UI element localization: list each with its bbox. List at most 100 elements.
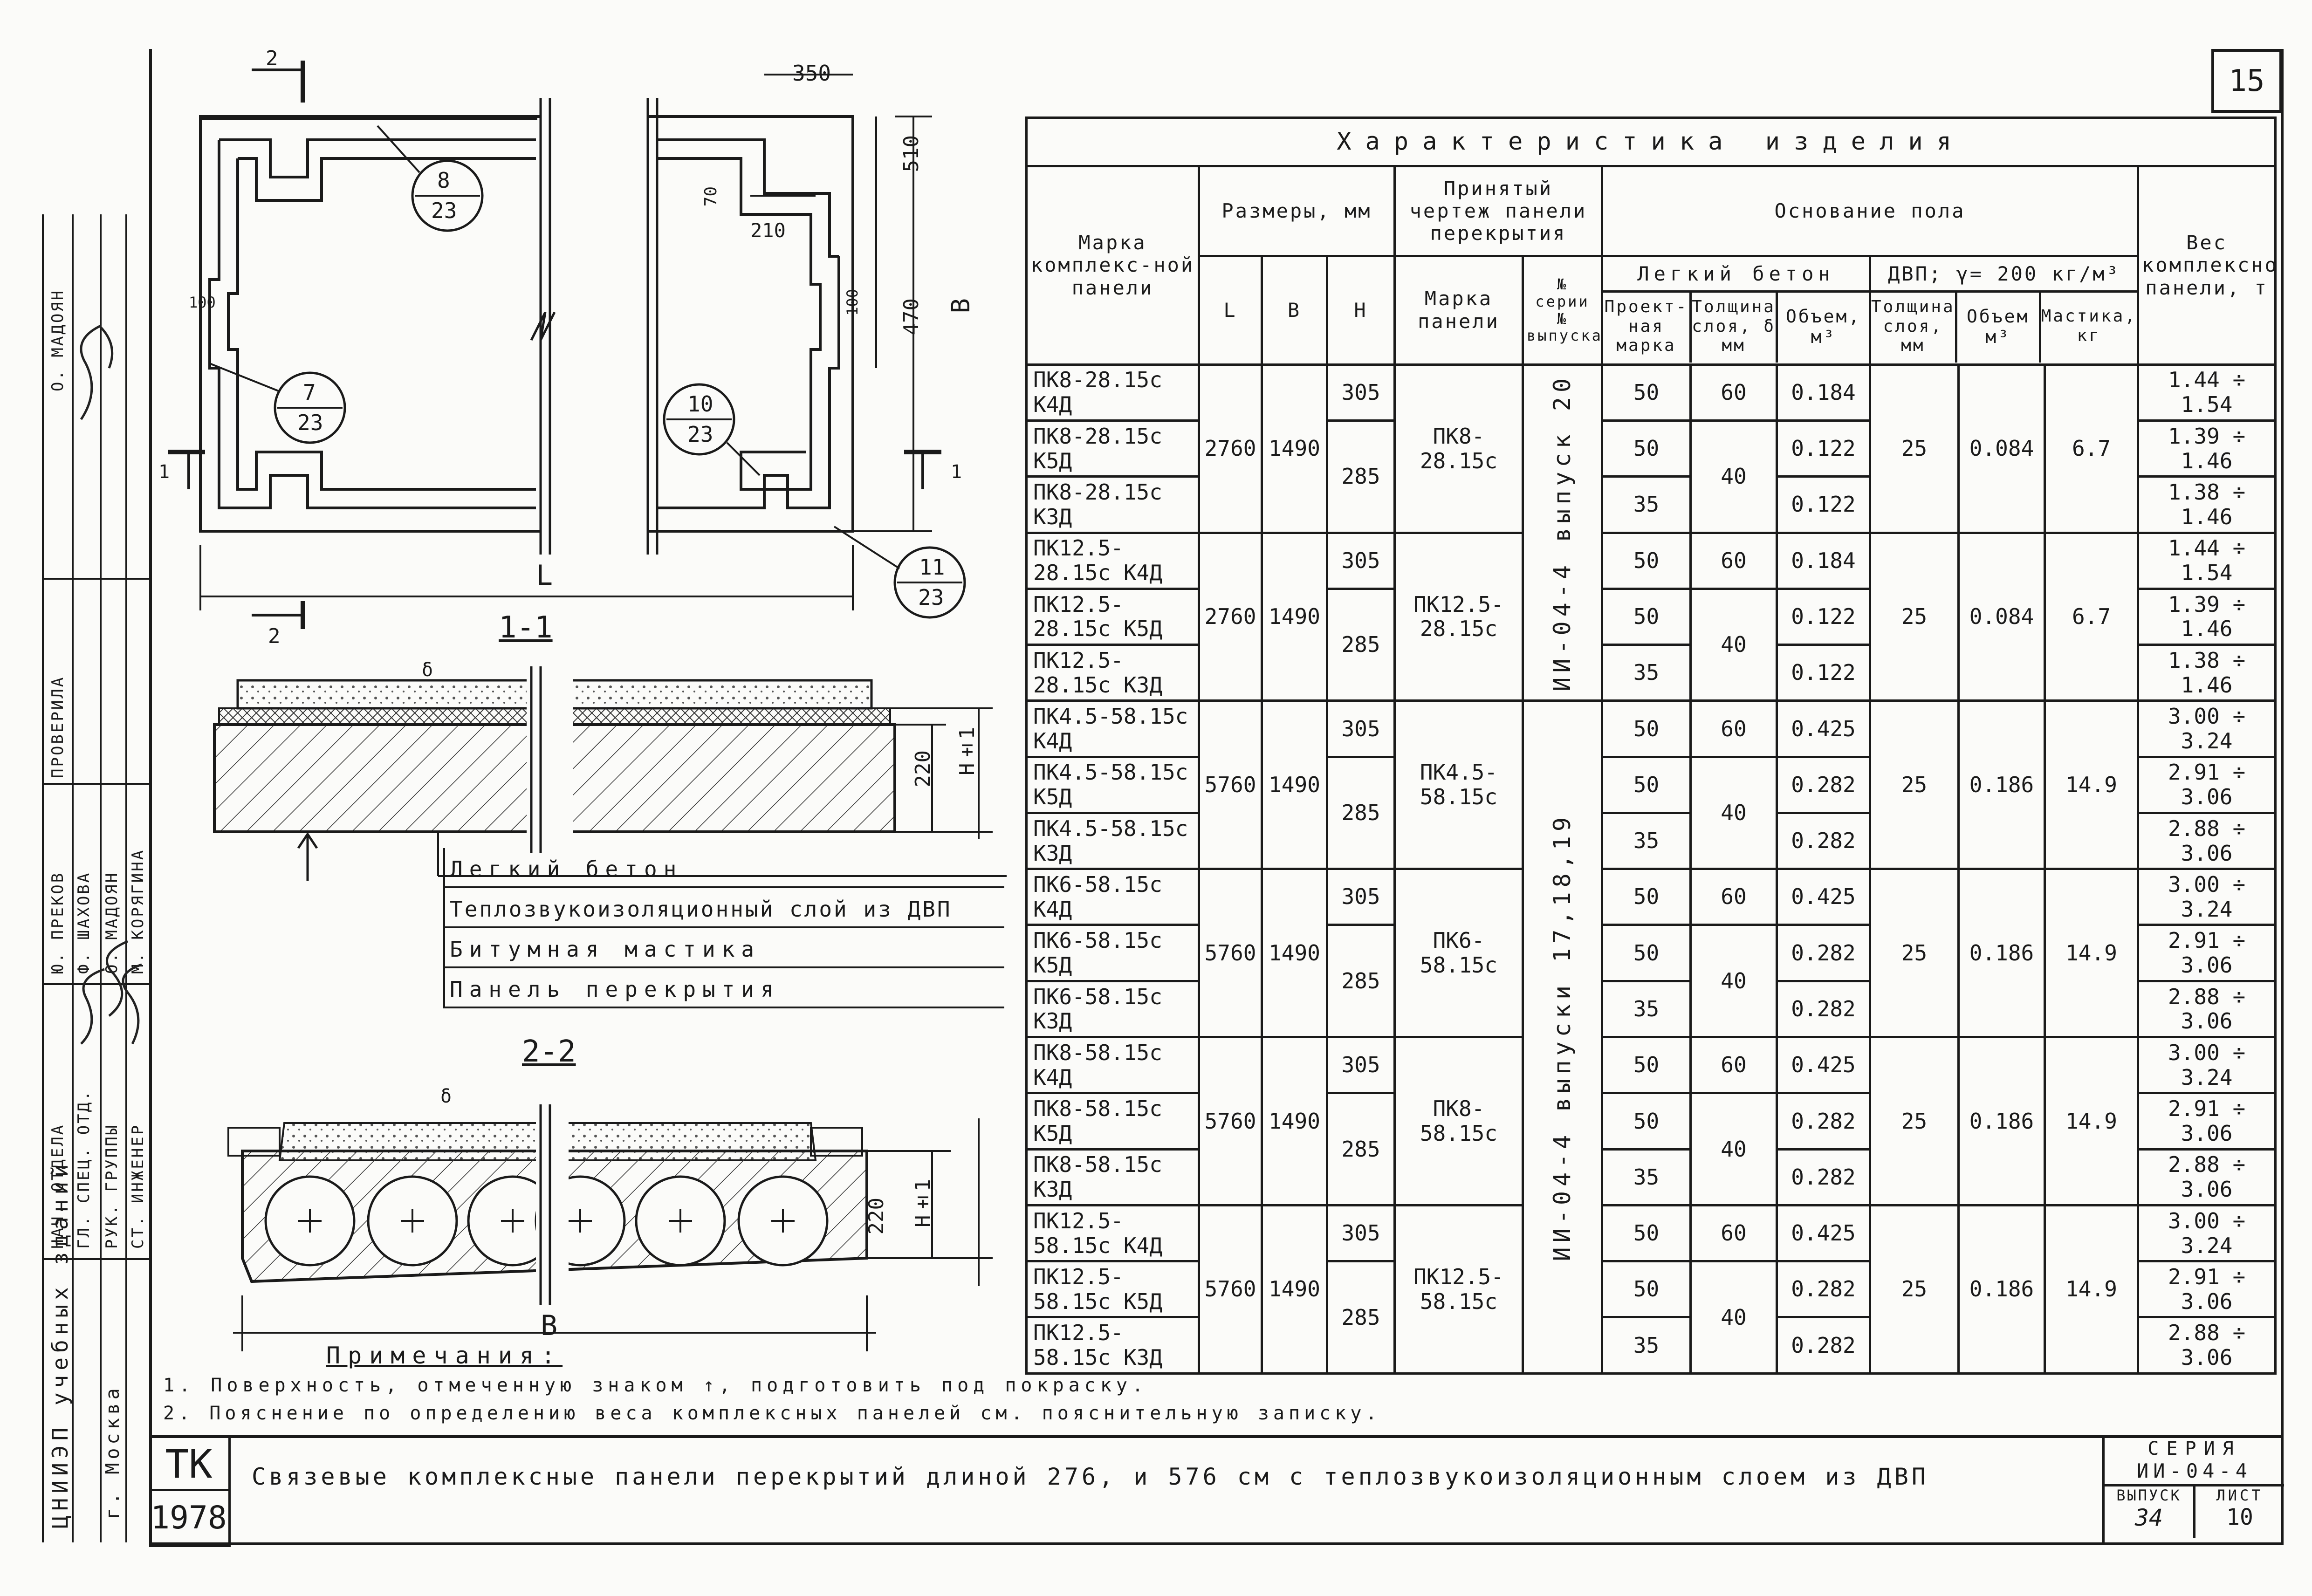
table-cell-mark: ПК6-58.15с К3Д bbox=[1025, 980, 1200, 1039]
plan-dim-350: 350 bbox=[792, 61, 831, 86]
table-cell-design: 50 bbox=[1601, 699, 1692, 758]
table-cell-H: 285 bbox=[1326, 755, 1396, 870]
org-mark-box: TK 1978 bbox=[149, 1435, 231, 1547]
plan-label-L: L bbox=[536, 559, 553, 592]
table-cell-L: 2760 bbox=[1198, 363, 1263, 534]
callout-8-bottom: 23 bbox=[431, 198, 457, 223]
table-cell-mark: ПК12.5-28.15с К3Д bbox=[1025, 644, 1200, 702]
table-cell-mastic: 14.9 bbox=[2044, 699, 2139, 870]
plan-dim-510: 510 bbox=[899, 135, 923, 172]
table-cell-L: 5760 bbox=[1198, 868, 1263, 1039]
drawing-title: Связевые комплексные панели перекрытий д… bbox=[252, 1463, 1929, 1490]
table-cell-weight: 3.00 ÷ 3.24 bbox=[2136, 1036, 2277, 1095]
frame-bottom-border bbox=[149, 1542, 2284, 1545]
table-cell-dvp-vol: 0.084 bbox=[1957, 363, 2046, 534]
table-cell-vol: 0.425 bbox=[1776, 699, 1871, 758]
table-cell-dvp-vol: 0.186 bbox=[1957, 1204, 2046, 1375]
plan-dim-470: 470 bbox=[899, 298, 923, 336]
table-cell-H: 305 bbox=[1326, 1204, 1396, 1263]
col-header-dvp-vol: Объем м³ bbox=[1957, 293, 2041, 363]
col-header-light-concrete-group: Легкий бетон Проект-ная марка Толщина сл… bbox=[1601, 254, 1871, 366]
table-cell-B: 1490 bbox=[1261, 531, 1328, 702]
table-cell-dvp-thk: 25 bbox=[1869, 1036, 1960, 1206]
table-cell-design: 50 bbox=[1601, 587, 1692, 646]
table-cell-vol: 0.122 bbox=[1776, 419, 1871, 478]
table-cell-design: 50 bbox=[1601, 363, 1692, 422]
col-header-light-concrete: Легкий бетон bbox=[1604, 258, 1868, 293]
col-header-panel-mark: Марка панели bbox=[1393, 254, 1524, 366]
table-cell-L: 2760 bbox=[1198, 531, 1263, 702]
table-cell-thk: 60 bbox=[1689, 1036, 1778, 1095]
plan-section-mark-2-top: 2 bbox=[266, 47, 278, 70]
stamp-city: г. Москва bbox=[102, 1384, 123, 1519]
legend-light-concrete: Легкий бетон bbox=[445, 848, 1004, 888]
col-header-H: Н bbox=[1326, 254, 1396, 366]
table-cell-L: 5760 bbox=[1198, 1204, 1263, 1375]
sheet-number: 15 bbox=[2229, 63, 2265, 98]
table-cell-vol: 0.282 bbox=[1776, 755, 1871, 814]
plan-section-mark-1-left: 1 bbox=[158, 461, 170, 483]
section-1-1-dim-H: H±1 bbox=[955, 727, 979, 775]
col-header-L: L bbox=[1198, 254, 1263, 366]
table-cell-vol: 0.122 bbox=[1776, 587, 1871, 646]
table-cell-mark: ПК12.5-28.15с К5Д bbox=[1025, 587, 1200, 646]
col-header-B: В bbox=[1261, 254, 1328, 366]
table-cell-design: 50 bbox=[1601, 531, 1692, 590]
legend-dvp-layer: Теплозвукоизоляционный слой из ДВП bbox=[445, 888, 1004, 928]
section-1-1-dim-220: 220 bbox=[911, 750, 935, 788]
section-1-1-title: 1-1 bbox=[499, 610, 553, 645]
table-cell-design: 50 bbox=[1601, 419, 1692, 478]
section-2-2-dim-220: 220 bbox=[864, 1198, 888, 1235]
table-cell-design: 35 bbox=[1601, 475, 1692, 534]
legend-floor-panel: Панель перекрытия bbox=[445, 968, 1004, 1008]
table-cell-panel: ПК6-58.15с bbox=[1393, 868, 1524, 1039]
col-header-dvp-group: ДВП; γ= 200 кг/м³ Толщина слоя, мм Объем… bbox=[1869, 254, 2139, 366]
table-cell-mark: ПК12.5-58.15с К4Д bbox=[1025, 1204, 1200, 1263]
stamp-role-1: НАЧ. ОТДЕЛА bbox=[48, 1123, 67, 1249]
table-cell-mark: ПК4.5-58.15с К3Д bbox=[1025, 811, 1200, 870]
stamp-org: ЦНИИЭП учебных зданий bbox=[48, 1159, 73, 1528]
notes-title: Примечания: bbox=[326, 1342, 563, 1369]
col-header-dims: Размеры, мм bbox=[1198, 165, 1396, 257]
table-cell-B: 1490 bbox=[1261, 1204, 1328, 1375]
table-cell-mark: ПК8-28.15с К4Д bbox=[1025, 363, 1200, 422]
stamp-name-1: Ю. ПРЕКОВ bbox=[48, 871, 67, 974]
table-cell-weight: 2.88 ÷ 3.06 bbox=[2136, 1148, 2277, 1206]
stamp-checked-label: ПРОВЕРИЛА bbox=[48, 675, 67, 778]
section-2-2-dim-H: H±1 bbox=[911, 1179, 935, 1227]
table-cell-H: 285 bbox=[1326, 924, 1396, 1039]
table-cell-mark: ПК6-58.15с К5Д bbox=[1025, 924, 1200, 982]
table-cell-H: 305 bbox=[1326, 699, 1396, 758]
section-2-2-title: 2-2 bbox=[522, 1034, 576, 1069]
callout-8-top: 8 bbox=[437, 168, 450, 193]
col-header-dvp: ДВП; γ= 200 кг/м³ bbox=[1872, 258, 2136, 293]
series-bottom-text: ИИ-04-4 выпуски 17,18,19 bbox=[1548, 813, 1576, 1261]
table-cell-vol: 0.425 bbox=[1776, 868, 1871, 926]
table-cell-panel: ПК8-28.15с bbox=[1393, 363, 1524, 534]
col-header-base: Основание пола bbox=[1601, 165, 2139, 257]
sheet-number-box: 15 bbox=[2211, 49, 2282, 113]
table-cell-weight: 2.88 ÷ 3.06 bbox=[2136, 980, 2277, 1039]
table-cell-thk: 60 bbox=[1689, 699, 1778, 758]
frame-left-border bbox=[149, 49, 152, 1545]
plan-section-mark-2-bottom: 2 bbox=[268, 624, 281, 648]
table-cell-mark: ПК8-58.15с К5Д bbox=[1025, 1092, 1200, 1151]
table-cell-vol: 0.282 bbox=[1776, 1092, 1871, 1151]
plan-dim-210: 210 bbox=[750, 219, 786, 242]
col-header-accepted: Принятый чертеж панели перекрытия bbox=[1393, 165, 1603, 257]
table-cell-dvp-vol: 0.186 bbox=[1957, 1036, 2046, 1206]
table-cell-vol: 0.122 bbox=[1776, 475, 1871, 534]
table-cell-dvp-thk: 25 bbox=[1869, 699, 1960, 870]
stamp-checked-name: О. МАДОЯН bbox=[48, 288, 67, 391]
table-cell-design: 50 bbox=[1601, 1036, 1692, 1095]
year: 1978 bbox=[151, 1500, 227, 1536]
callout-10-top: 10 bbox=[687, 391, 713, 417]
table-cell-design: 35 bbox=[1601, 644, 1692, 702]
table-cell-weight: 1.38 ÷ 1.46 bbox=[2136, 644, 2277, 702]
table-cell-weight: 2.88 ÷ 3.06 bbox=[2136, 1316, 2277, 1375]
side-stamp: ЦНИИЭП учебных зданий г. Москва НАЧ. ОТД… bbox=[42, 214, 151, 1542]
table-cell-dvp-thk: 25 bbox=[1869, 1204, 1960, 1375]
table-cell-vol: 0.425 bbox=[1776, 1036, 1871, 1095]
callout-7-bottom: 23 bbox=[297, 410, 323, 435]
table-cell-vol: 0.282 bbox=[1776, 1148, 1871, 1206]
